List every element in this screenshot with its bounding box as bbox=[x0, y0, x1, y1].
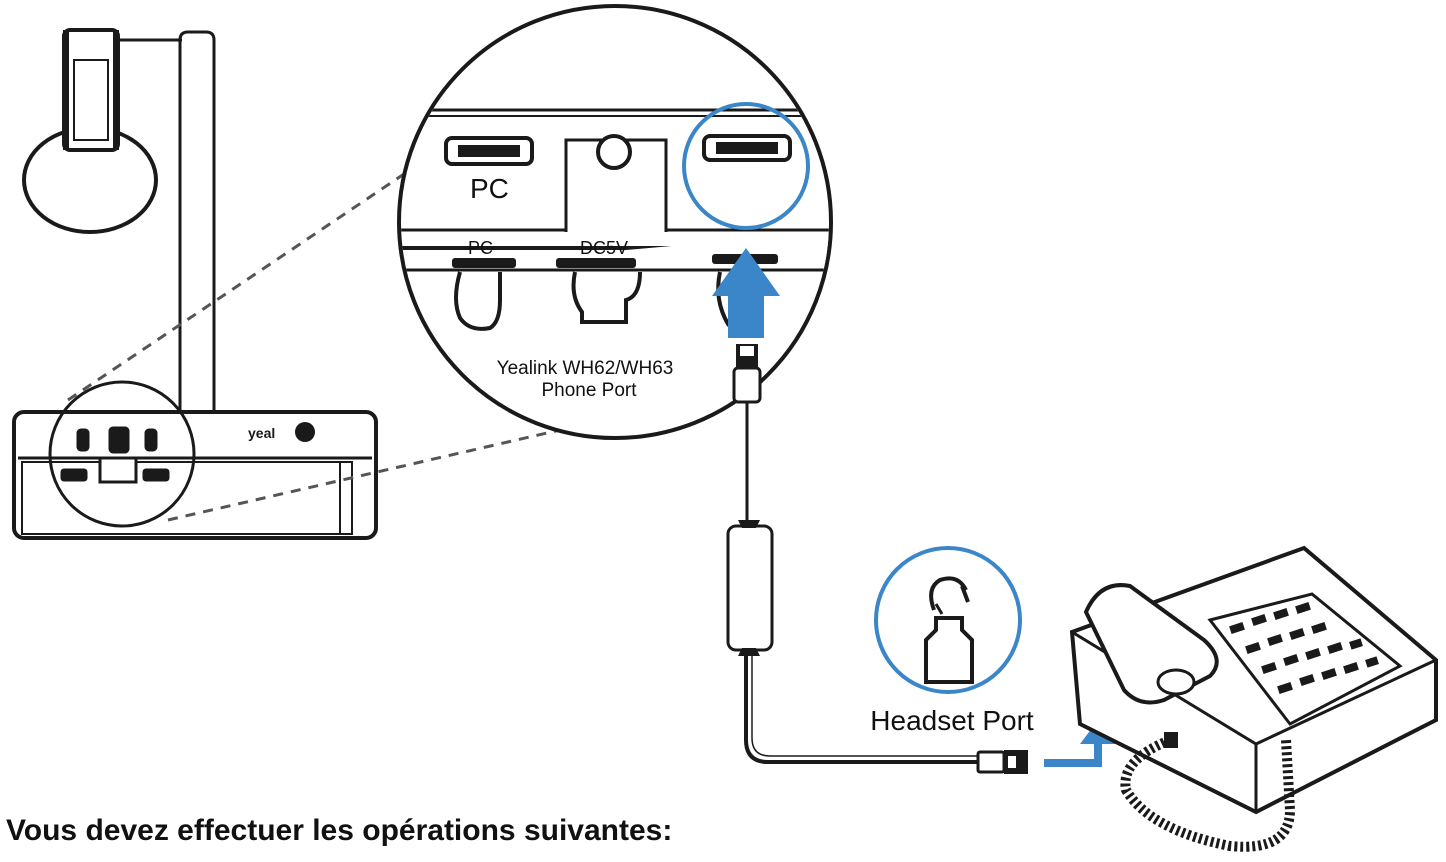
pc-small-label: PC bbox=[468, 238, 493, 258]
phone-port-highlight bbox=[682, 102, 810, 230]
pc-large-label: PC bbox=[470, 173, 509, 204]
cable bbox=[726, 402, 1028, 774]
rj-plug-bottom bbox=[976, 750, 1028, 774]
desk-phone bbox=[1069, 545, 1438, 852]
dc5v-label: DC5V bbox=[580, 238, 628, 258]
instruction-text: Vous devez effectuer les opérations suiv… bbox=[6, 814, 673, 847]
headset-port-label: Headset Port bbox=[870, 705, 1034, 736]
phone-port-label-line2: Phone Port bbox=[541, 380, 637, 401]
base-port-cluster bbox=[60, 426, 170, 484]
arrow-up-icon bbox=[712, 248, 780, 338]
rj-plug-top bbox=[732, 344, 762, 404]
inline-adapter bbox=[726, 524, 774, 652]
headset-jack-icon bbox=[874, 546, 1022, 694]
zoom-guides bbox=[67, 168, 561, 522]
round-jack bbox=[596, 134, 632, 170]
headset-base-station: yeal bbox=[12, 28, 378, 540]
zoomed-port-view: PC PC DC5V Yealink WH62/WH63 Phone Port bbox=[397, 4, 833, 440]
headset-icon bbox=[22, 28, 158, 234]
svg-text:yeal: yeal bbox=[248, 425, 275, 441]
phone-port-label-line1: Yealink WH62/WH63 bbox=[497, 358, 674, 379]
keypad bbox=[1229, 602, 1379, 694]
